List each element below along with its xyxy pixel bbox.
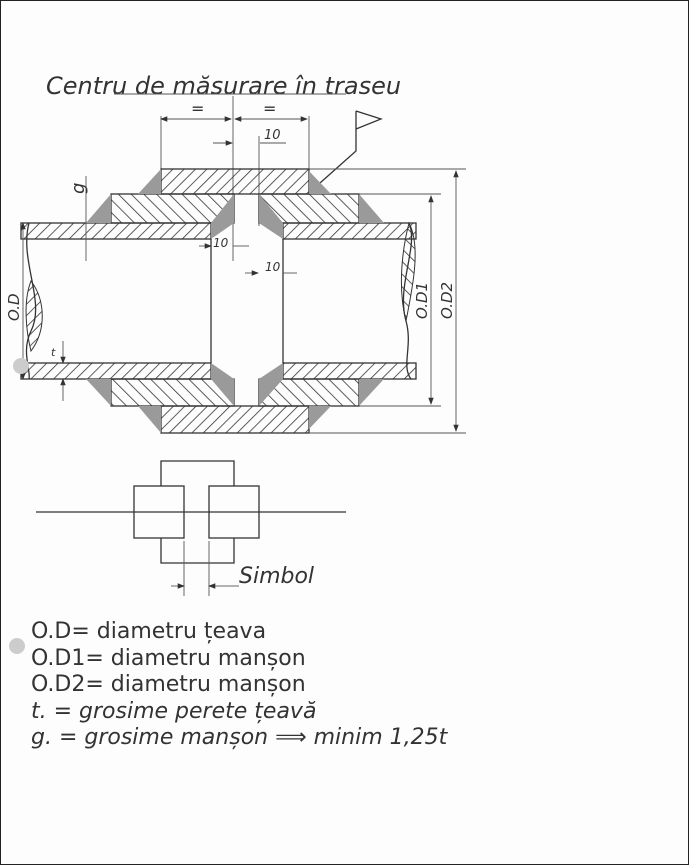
pipe-wall-top-right: [282, 222, 417, 240]
weld-symbol: [36, 460, 346, 596]
equal-left-label: =: [191, 99, 204, 118]
inner-sleeve-bottom-left: [110, 378, 235, 407]
od1-label: O.D1: [413, 282, 431, 319]
t-label: t: [51, 346, 56, 359]
offset-mid-left-label: 10: [213, 236, 229, 250]
legend-item-od: O.D= diametru țeava: [31, 619, 267, 644]
offset-top-label: 10: [264, 128, 281, 143]
inner-sleeve-top-left: [110, 193, 235, 224]
weld-flag-icon: [355, 110, 383, 130]
weld-fillets: [86, 169, 384, 433]
weld-leader: [310, 111, 357, 192]
legend-item-od2: O.D2= diametru manșon: [31, 672, 306, 697]
pipe-wall-bottom-right: [282, 362, 417, 380]
legend: O.D= diametru țeava O.D1= diametru manșo…: [31, 619, 447, 752]
drawing-title: Centru de măsurare în traseu: [46, 72, 401, 100]
pipe-wall-bottom-left: [20, 362, 212, 380]
legend-item-t: t. = grosime perete țeavă: [31, 698, 317, 724]
g-label: g: [68, 183, 89, 194]
equal-right-label: =: [263, 99, 276, 118]
offset-mid-right-label: 10: [265, 260, 281, 274]
pipe-wall-top-left: [20, 222, 212, 240]
legend-item-od1: O.D1= diametru manșon: [31, 645, 306, 671]
od-label: O.D: [5, 293, 23, 321]
legend-item-g: g. = grosime manșon ⟹ minim 1,25t: [31, 725, 448, 750]
symbol-label: Simbol: [239, 564, 314, 589]
scan-hole-mark: [9, 638, 25, 654]
od2-label: O.D2: [438, 282, 456, 319]
outer-sleeve-bottom: [160, 405, 310, 434]
outer-sleeve-top: [160, 168, 310, 195]
scan-hole-mark: [13, 358, 29, 374]
